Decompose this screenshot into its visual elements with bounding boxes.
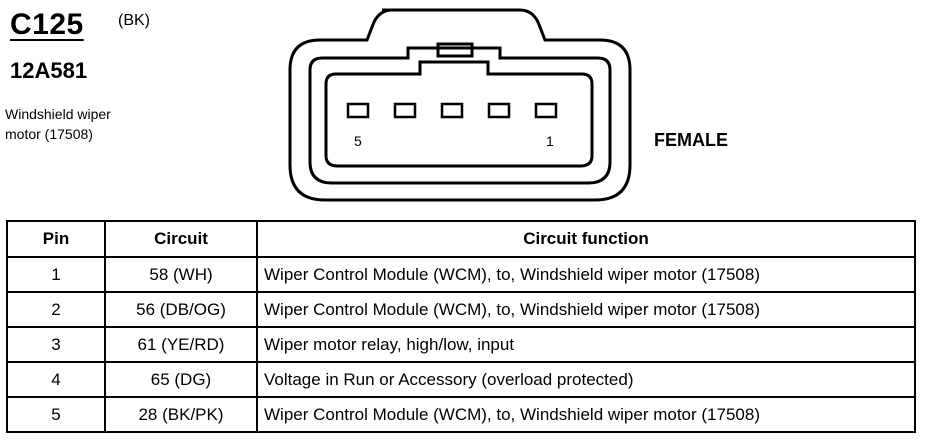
circuit-cell: 61 (YE/RD) [104,326,258,363]
pin-label-left: 5 [354,133,362,149]
part-number: 12A581 [10,58,88,83]
function-cell: Wiper motor relay, high/low, input [256,326,916,363]
component-description-line1: Windshield wiper [5,106,111,122]
pin-label-right: 1 [546,133,554,149]
pin-cell: 4 [6,361,106,398]
function-cell: Voltage in Run or Accessory (overload pr… [256,361,916,398]
table-row: 5 28 (BK/PK) Wiper Control Module (WCM),… [6,396,916,433]
circuit-cell: 58 (WH) [104,256,258,293]
table-row: 1 58 (WH) Wiper Control Module (WCM), to… [6,256,916,293]
pinout-table: Pin Circuit Circuit function 1 58 (WH) W… [6,220,916,433]
latch-tab [436,42,474,58]
pin-terminal-5 [346,102,370,119]
table-row: 2 56 (DB/OG) Wiper Control Module (WCM),… [6,291,916,328]
pin-terminals [346,102,558,119]
connector-face-diagram: 5 1 [288,8,632,202]
pin-cell: 3 [6,326,106,363]
connector-housing-inner [308,46,612,185]
circuit-cell: 65 (DG) [104,361,258,398]
header-pin: Pin [6,220,106,258]
gender-label: FEMALE [654,130,728,150]
connector-housing-outer [288,8,632,202]
pin-terminal-4 [393,102,417,119]
pin-terminal-2 [487,102,511,119]
function-cell: Wiper Control Module (WCM), to, Windshie… [256,396,916,433]
pin-terminal-3 [440,102,464,119]
function-cell: Wiper Control Module (WCM), to, Windshie… [256,256,916,293]
component-description-line2: motor (17508) [5,126,93,142]
circuit-cell: 56 (DB/OG) [104,291,258,328]
function-cell: Wiper Control Module (WCM), to, Windshie… [256,291,916,328]
connector-id: C125 [10,8,84,41]
pin-cell: 1 [6,256,106,293]
connector-color-code: (BK) [118,12,150,29]
header-circuit-function: Circuit function [256,220,916,258]
pin-cavity-face [324,60,594,168]
header-circuit: Circuit [104,220,258,258]
pin-cell: 5 [6,396,106,433]
circuit-cell: 28 (BK/PK) [104,396,258,433]
table-row: 3 61 (YE/RD) Wiper motor relay, high/low… [6,326,916,363]
table-row: 4 65 (DG) Voltage in Run or Accessory (o… [6,361,916,398]
table-header-row: Pin Circuit Circuit function [6,220,916,258]
pin-cell: 2 [6,291,106,328]
pin-terminal-1 [534,102,558,119]
